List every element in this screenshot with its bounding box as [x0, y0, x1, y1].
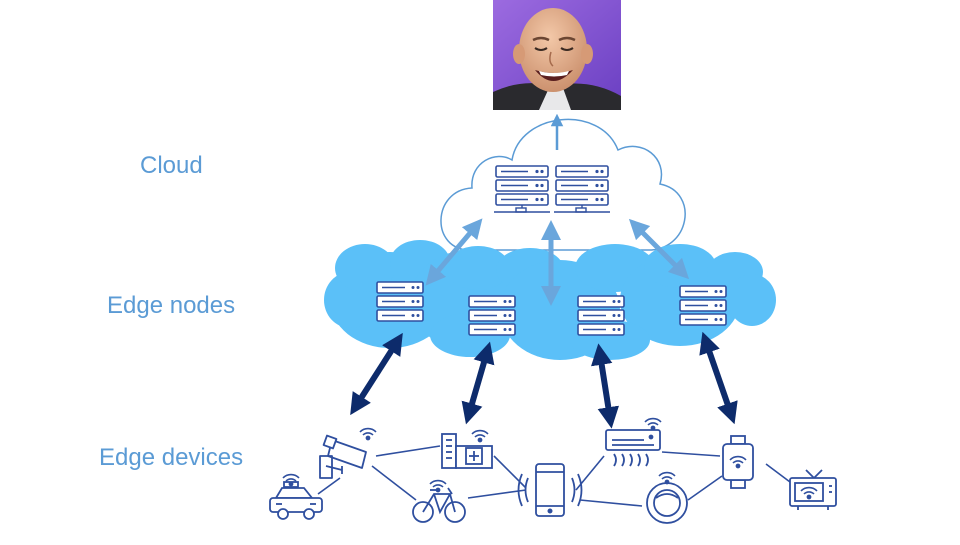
- arrow-cloud-edge-3: [628, 218, 690, 280]
- edge-server-4: [679, 285, 727, 326]
- edge-devices-tier-label: Edge devices: [99, 444, 244, 471]
- cloud-server-rack-right: [554, 165, 610, 213]
- hospital-icon: [441, 429, 493, 469]
- arrow-edge-device-1: [350, 332, 403, 416]
- smartwatch-icon: [722, 435, 754, 489]
- bicycle-icon: [412, 479, 466, 523]
- robot-vacuum-icon: [646, 471, 688, 524]
- car-icon: [269, 473, 323, 520]
- edge-server-1: [376, 281, 424, 322]
- arrow-edge-device-3: [590, 343, 620, 429]
- edge-server-3: [577, 295, 625, 336]
- arrow-cloud-edge-1: [425, 218, 483, 286]
- arrow-edge-device-2: [461, 341, 495, 425]
- edge-server-2: [468, 295, 516, 336]
- television-icon: [789, 469, 837, 510]
- smartphone-icon: [517, 463, 583, 517]
- portrait-photo: [493, 0, 621, 110]
- security-camera-icon: [319, 427, 377, 479]
- device-links: [317, 445, 791, 507]
- arrow-edge-device-4: [699, 331, 738, 425]
- edge-nodes-tier-label: Edge nodes: [107, 292, 236, 319]
- air-conditioner-icon: [605, 417, 662, 467]
- cloud-server-rack-left: [494, 165, 550, 213]
- cloud-tier-label: Cloud: [140, 152, 203, 179]
